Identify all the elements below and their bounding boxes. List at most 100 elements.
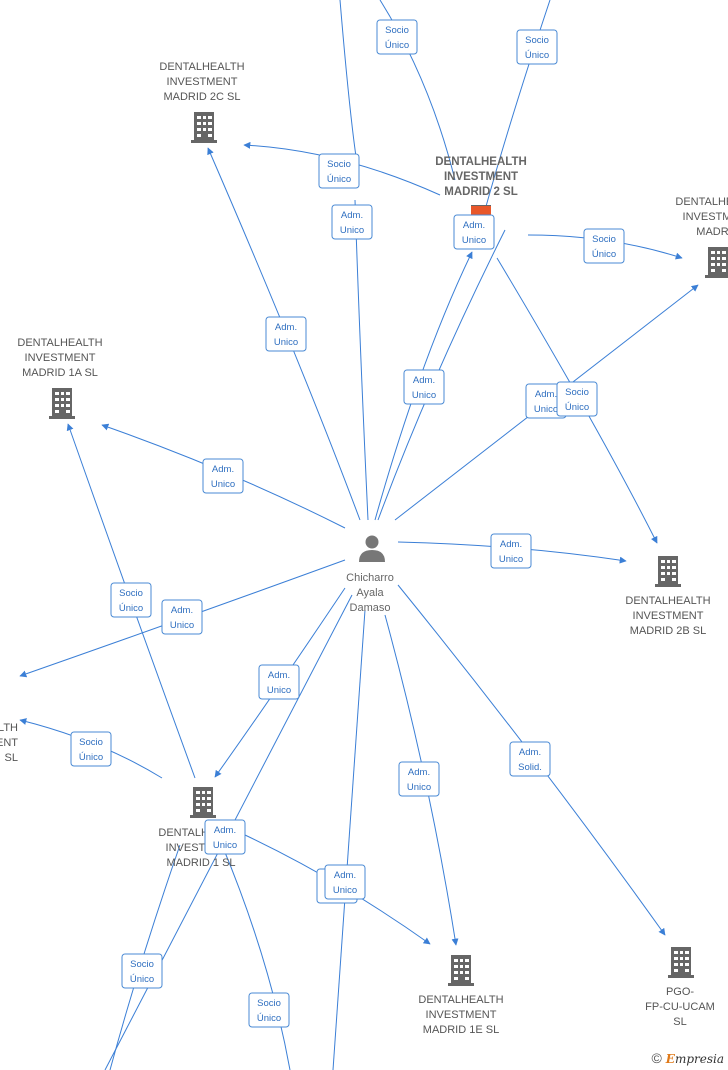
edge-label-text: Unico [499,554,523,565]
edge-label-text: Único [79,752,103,763]
brand-logo: ©Empresia [651,1050,724,1066]
company-label-line: PGO- [666,986,694,998]
company-label-line: DENTALHEALTH [418,994,503,1006]
company-node-pgo[interactable]: PGO- FP-CU-UCAM SL [645,947,715,1028]
building-icon [49,388,75,419]
edge-label-box[interactable]: Adm. Unico [202,458,244,494]
edge-label-box[interactable]: Adm. Unico [265,316,307,352]
company-label-line: INVESTMENT [167,76,238,88]
company-label-line: SL [673,1016,686,1028]
edge-label-text: Único [119,603,143,614]
edge-label-text: Adm. [212,464,234,475]
company-label-line: MADRID 1A SL [22,367,98,379]
person-name-line: Damaso [350,602,391,614]
edge-m1-down2 [221,844,291,1070]
edge-label-text: Único [385,40,409,51]
company-node-madrid1e[interactable]: DENTALHEALTH INVESTMENT MADRID 1E SL [418,955,504,1036]
building-icon [448,955,474,986]
edge-label-text: Socio [257,998,281,1009]
edge-label-text: Único [130,974,154,985]
company-label-line: INVESTMENT [633,610,704,622]
company-label-line: DENTALHEALTH [0,722,18,734]
company-label-line: DENTALHEALTH [435,156,527,168]
edge-label-text: Unico [534,404,558,415]
company-label-line: DENTALHEALTH [625,595,710,607]
edge-label-text: Adm. [463,220,485,231]
edge-label-text: Socio [525,35,549,46]
edge-label-text: Socio [79,737,103,748]
company-label-line: FP-CU-UCAM [645,1001,715,1013]
edge-label-text: Socio [130,959,154,970]
edge-label-text: Adm. [334,870,356,881]
company-node-madrid_r[interactable]: DENTALHEALTH INVESTMENT MADRID [675,196,728,278]
company-label-line: MADRID [696,226,728,238]
building-icon [668,947,694,978]
edge-label-text: Unico [213,840,237,851]
company-label-line: MADRID 2 SL [444,186,517,198]
copyright-symbol: © [651,1050,662,1066]
building-icon [190,787,216,818]
edge-label-text: Adm. [341,210,363,221]
edge-label-box[interactable]: Adm.Unico [398,761,440,797]
edge-label-box[interactable]: Adm. Unico [258,664,300,700]
brand-e: E [665,1052,675,1066]
edge-c-top [354,199,369,521]
edge-label-text: Unico [462,235,486,246]
edge-label-box[interactable]: Adm. Unico [204,819,246,855]
person-icon-head [365,535,379,549]
company-label-line: SL [5,752,18,764]
brand-rest: mpresia [674,1052,724,1066]
company-label-line: INVESTMENT [25,352,96,364]
edge-top-3 [484,0,551,211]
edge-label-text: Adm. [500,539,522,550]
person-name-line: Chicharro [346,572,394,584]
company-label-line: MADRID 1E SL [423,1024,499,1036]
edge-label-text: Único [525,50,549,61]
edge-label-text: Único [565,402,589,413]
person-icon [359,550,385,562]
edge-label-text: Unico [267,685,291,696]
edge-label-box[interactable]: Adm. Unico [490,533,532,569]
edge-label-text: Único [257,1013,281,1024]
edge-label-text: Socio [592,234,616,245]
edge-label-text: Unico [340,225,364,236]
edge-label-text: Adm. [171,605,193,616]
company-node-madrid_l[interactable]: DENTALHEALTHINVESTMENTSL [0,722,18,764]
edge-c-down [332,609,366,1070]
edge-label-box[interactable]: Adm. Unico [453,214,495,250]
company-label-line: INVESTMENT [426,1009,497,1021]
edge-label-text: Unico [412,390,436,401]
edge-label-text: Socio [327,159,351,170]
edge-label-box[interactable]: Adm.Unico [403,369,445,405]
edge-label-box[interactable]: Adm. Unico [525,383,567,419]
edge-label-text: Adm. [519,747,541,758]
edge-label-box[interactable]: Adm.Solid. [509,741,551,777]
edge-label-box[interactable]: Adm.Unico [161,599,203,635]
edge-label-text: Adm. [268,670,290,681]
edge-label-text: Adm. [535,389,557,400]
edge-label-text: Unico [274,337,298,348]
edge-label-text: Unico [211,479,235,490]
company-label-line: INVESTMENT [683,211,728,223]
company-label-line: MADRID 2C SL [163,91,240,103]
edge-label-text: Adm. [214,825,236,836]
company-label-line: DENTALHEALTH [675,196,728,208]
edge-label-text: Adm. [275,322,297,333]
edge-label-box[interactable]: Adm.Unico [324,864,366,900]
edge-label-box[interactable]: Adm. Unico [331,204,373,240]
building-icon [705,247,728,278]
